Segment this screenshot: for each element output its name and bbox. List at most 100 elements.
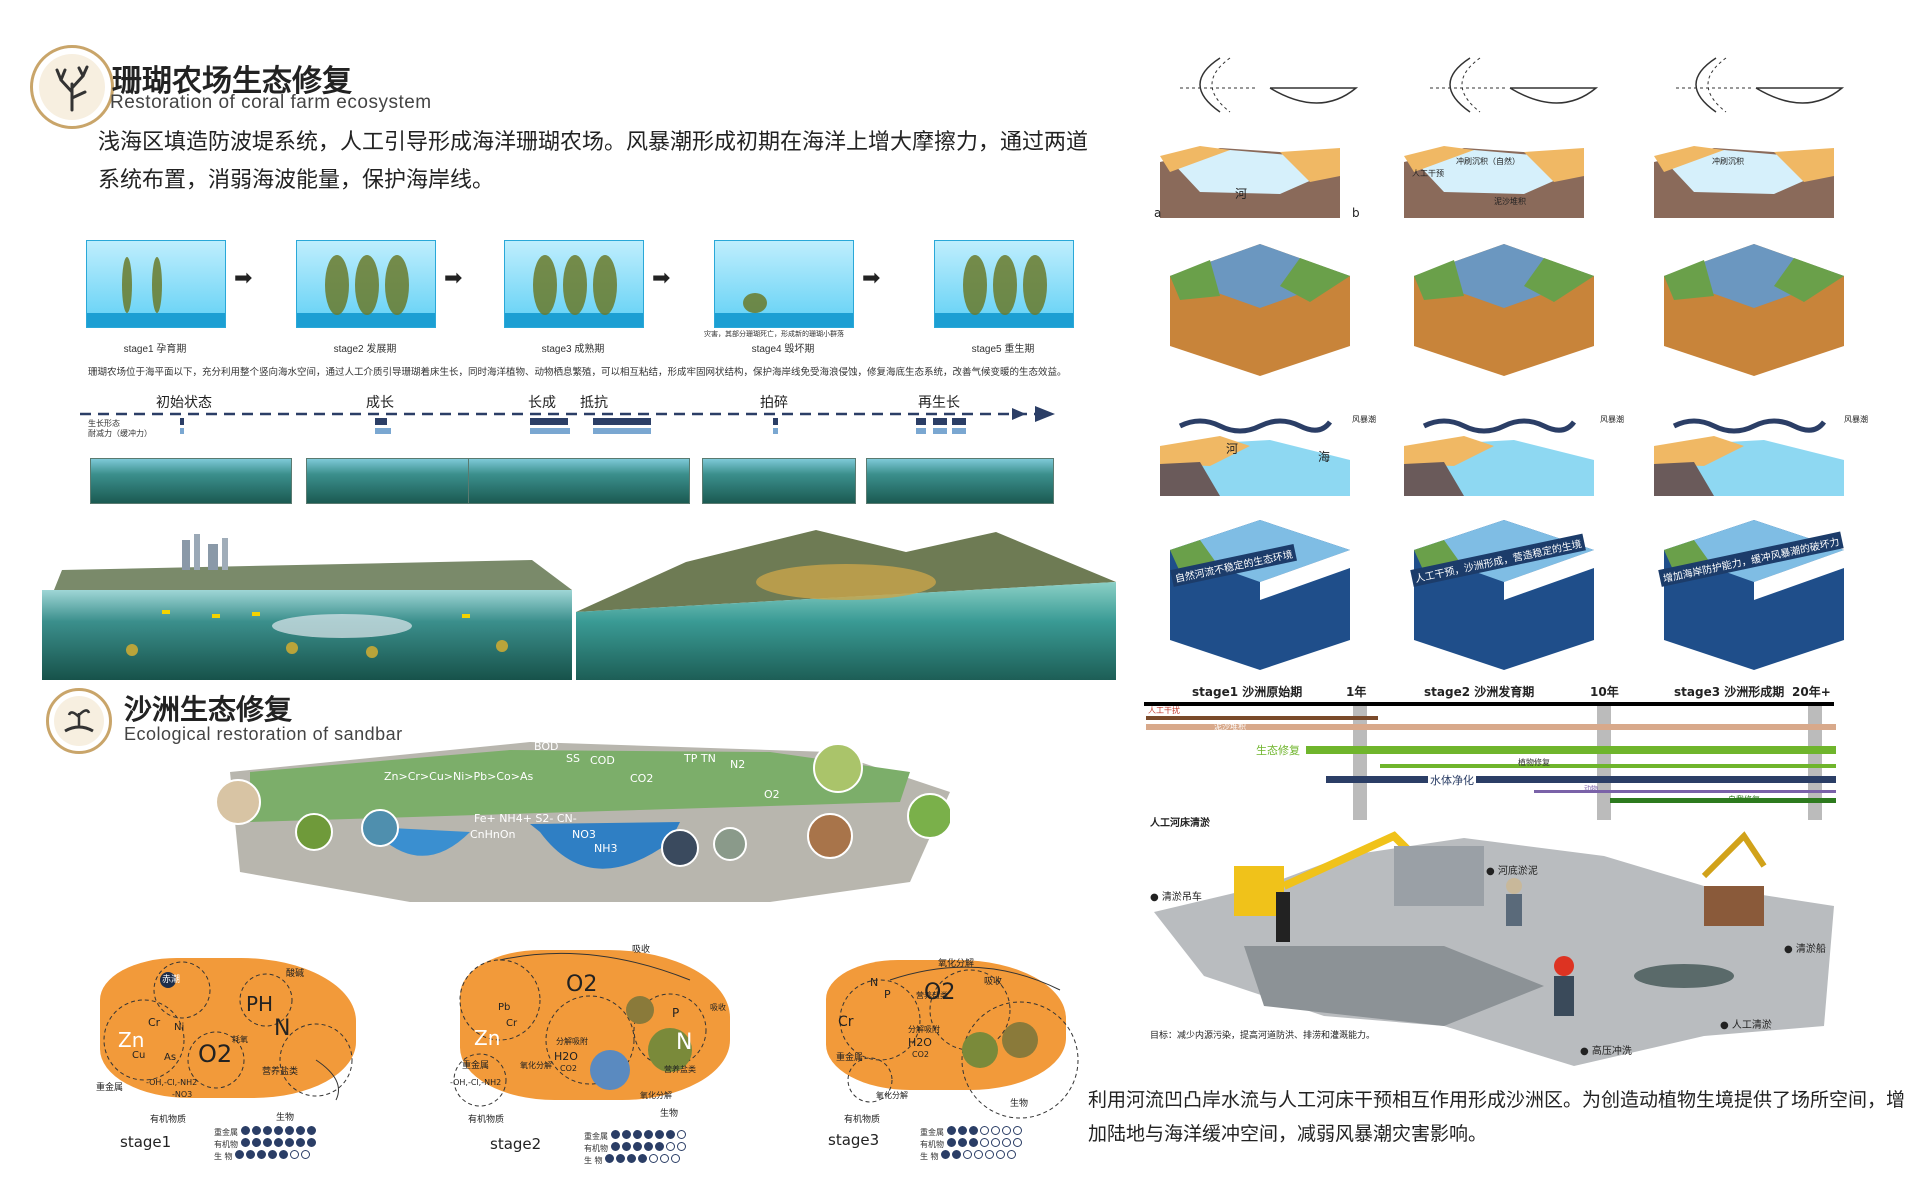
legend-dot: [268, 1150, 278, 1159]
legend-dot: [957, 1138, 967, 1147]
bar-human: [1146, 716, 1378, 720]
s1-bio: 生物: [276, 1113, 295, 1123]
timeline-label-mature: 长成: [528, 395, 556, 411]
label-metals: Zn>Cr>Cu>Ni>Pb>Co>As: [384, 770, 534, 783]
s2-oxid: 氧化分解: [520, 1061, 552, 1070]
s1-cu: Cu: [132, 1050, 146, 1061]
stage1-cycle: [103, 961, 353, 1101]
legend-dot: [295, 1126, 305, 1135]
legend-dot: [952, 1150, 962, 1159]
s2-ohcl: -OH,-Cl,-NH2: [450, 1078, 502, 1087]
bar-animal: [1534, 790, 1836, 793]
legend-dot: [963, 1150, 973, 1159]
label-ss: SS: [566, 752, 580, 765]
coral-block-1: [90, 458, 292, 504]
intervention-label: 人工干预: [1412, 169, 1444, 178]
bar-human-label: 人工干扰: [1148, 706, 1180, 715]
legend-dot: [273, 1138, 283, 1147]
coral-description: 珊瑚农场位于海平面以下，充分利用整个竖向海水空间，通过人工介质引导珊瑚着床生长，…: [88, 367, 1067, 378]
legend-dot: [1012, 1126, 1022, 1135]
stage2-label: stage2: [490, 1135, 542, 1153]
sandbar-paragraph: 利用河流凹凸岸水流与人工河床干预相互作用形成沙洲区。为创造动植物生境提供了场所空…: [1088, 1089, 1906, 1145]
s3-co2: CO2: [912, 1050, 929, 1059]
tl-10yr: 10年: [1590, 685, 1619, 699]
label-bod: BOD: [534, 740, 559, 753]
legend-dot: [616, 1154, 626, 1163]
river-block-r2-c2: [1414, 244, 1594, 376]
legend-dot: [627, 1154, 637, 1163]
legend-dot: [643, 1142, 653, 1151]
s1-metal: 重金属: [96, 1083, 124, 1093]
timeline-label-regrow: 再生长: [918, 395, 960, 411]
s2-h2o: H2O: [554, 1050, 578, 1063]
coral-tank-4: [714, 240, 854, 328]
river-block-r3-c2: [1404, 418, 1594, 496]
legend-dot: [306, 1126, 316, 1135]
legend-dot: [974, 1150, 984, 1159]
stage-arrow-icon: ➡: [652, 266, 671, 291]
coral-timeline: [80, 406, 1055, 434]
coral-block-5: [866, 458, 1054, 504]
s3-absorb: 吸收: [984, 977, 1003, 987]
s2-nutrient: 营养盐类: [664, 1065, 696, 1074]
legend-dot: [621, 1142, 631, 1151]
legend-dot: [941, 1150, 951, 1159]
bar-sediment: [1146, 724, 1836, 730]
tl-stage1: stage1 沙洲原始期: [1192, 685, 1303, 699]
plant-hand-icon: [64, 709, 94, 733]
label-cnhnon: CnHnOn: [470, 828, 516, 841]
s2-absorb2: 吸收: [710, 1003, 726, 1012]
bar-plant: [1380, 764, 1836, 768]
dredging-photo-collage: [1154, 831, 1834, 1066]
coral-stage-caption-2: stage2 发展期: [333, 344, 397, 355]
river-block-r4-c1: [1170, 520, 1350, 670]
tl-stage2: stage2 沙洲发育期: [1424, 685, 1535, 699]
bar-sediment-label: 泥沙堆积: [1214, 722, 1246, 731]
label-ions: Fe+ NH4+ S2- CN-: [474, 812, 577, 825]
section2-subtitle: Ecological restoration of sandbar: [124, 724, 403, 744]
legend-dot: [660, 1154, 670, 1163]
legend-dot: [257, 1150, 267, 1159]
bar-self: [1610, 798, 1836, 803]
legend-dot: [610, 1130, 620, 1139]
s2-cr: Cr: [506, 1018, 518, 1029]
s3-oxid: 氧化分解: [938, 959, 975, 969]
s1-red-tide: 赤潮: [162, 975, 181, 985]
tl-20yr: 20年+: [1792, 685, 1831, 699]
section1-paragraph: 浅海区填造防波堤系统，人工引导形成海洋珊瑚农场。风暴潮形成初期在海洋上增大摩擦力…: [98, 130, 1089, 193]
s3-h2o: H2O: [908, 1036, 932, 1049]
dredge-goal: 目标：减少内源污染，提高河道防洪、排涝和灌溉能力。: [1150, 1031, 1376, 1041]
coral-stage-caption-5: stage5 重生期: [971, 344, 1035, 355]
stage2-legend-row: 生 物: [584, 1154, 682, 1166]
tl-1yr: 1年: [1346, 685, 1367, 699]
s1-oxy: 耗氧: [232, 1035, 248, 1044]
coral-stage-caption-4: stage4 毁坏期: [751, 344, 815, 355]
scour-label-2: 冲刷沉积: [1712, 157, 1744, 166]
bar-plant-label: 植物修复: [1518, 758, 1550, 767]
legend-dot: [654, 1142, 664, 1151]
s3-o2: O2: [924, 980, 956, 1005]
s2-n: N: [676, 1030, 693, 1055]
stage1-blob: [100, 958, 356, 1098]
legend-resistance: 耐减力（缓冲力）: [88, 429, 152, 438]
coral-render-large-2: [576, 530, 1116, 680]
legend-dot: [946, 1138, 956, 1147]
legend-dot: [665, 1130, 675, 1139]
section1-title: 珊瑚农场生态修复: [112, 64, 352, 99]
bar-self-label: 自我修复: [1728, 795, 1760, 804]
stage-arrow-icon: ➡: [444, 266, 463, 291]
legend-dot: [665, 1142, 675, 1151]
dredge-label-boat: ● 清淤船: [1784, 944, 1826, 955]
legend-dot: [290, 1150, 300, 1159]
legend-dot: [621, 1130, 631, 1139]
meander-sketch-2: [1430, 57, 1599, 113]
river-block-r2-c3: [1664, 244, 1844, 376]
s3-nutrient: 营养盐类: [916, 991, 948, 1000]
stage3-legend-row: 有机物: [920, 1138, 1024, 1150]
legend-dot: [306, 1138, 316, 1147]
legend-dot: [676, 1130, 686, 1139]
legend-dot: [643, 1130, 653, 1139]
legend-dot: [968, 1138, 978, 1147]
legend-dot: [1012, 1138, 1022, 1147]
s3-p: P: [884, 988, 891, 1001]
